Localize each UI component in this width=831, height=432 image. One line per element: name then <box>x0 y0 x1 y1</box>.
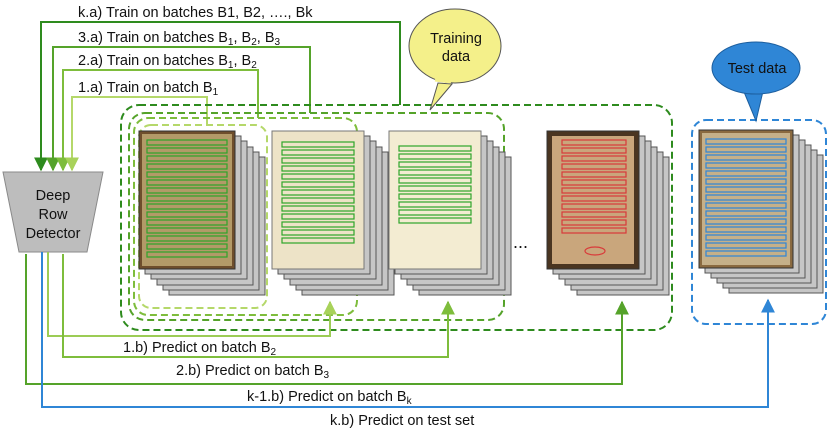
training-bubble-line1: Training <box>430 31 482 47</box>
predict-arrow-2 <box>62 254 455 358</box>
predict-arrow-1 <box>47 252 337 337</box>
train-arrow-1 <box>65 96 208 172</box>
document-stack-bk <box>546 130 670 296</box>
document-stack-test <box>698 129 824 294</box>
train-arrow-k <box>34 21 401 172</box>
manuscript-page-b2 <box>271 130 365 270</box>
text-lines-b3 <box>398 145 472 224</box>
predict-arrow-test <box>41 252 775 408</box>
batch-box-1 <box>138 124 268 309</box>
test-data-bubble: Test data <box>711 41 801 123</box>
train-arrow-2 <box>56 69 259 172</box>
predict-arrow-k1 <box>25 254 629 385</box>
deep-row-detector: Deep Row Detector <box>2 171 104 253</box>
train-label-1: 1.a) Train on batch B1 <box>78 80 219 98</box>
manuscript-page-b3 <box>388 130 482 270</box>
test-bubble-label: Test data <box>728 61 788 77</box>
text-lines-b2 <box>281 141 355 244</box>
detector-label-line2: Row <box>38 207 68 223</box>
text-lines-b1 <box>146 139 228 258</box>
predict-label-2: 2.b) Predict on batch B3 <box>176 363 330 381</box>
predict-label-k1: k-1.b) Predict on batch Bk <box>247 389 413 407</box>
train-label-k: k.a) Train on batches B1, B2, …., Bk <box>78 5 313 21</box>
document-stack-b1 <box>138 130 266 296</box>
predict-label-1: 1.b) Predict on batch B2 <box>123 340 277 358</box>
train-label-2: 2.a) Train on batches B1, B2 <box>78 53 257 71</box>
detector-label-line1: Deep <box>36 188 71 204</box>
train-arrow-3 <box>46 46 311 172</box>
predict-label-test: k.b) Predict on test set <box>330 413 474 429</box>
text-lines-test <box>705 138 787 257</box>
ellipsis: ... <box>513 232 528 252</box>
training-data-bubble: Training data <box>408 8 502 111</box>
detector-label-line3: Detector <box>26 226 81 242</box>
document-stack-b2 <box>271 130 395 296</box>
document-stack-b3 <box>388 130 512 296</box>
batch-box-k <box>120 104 673 331</box>
test-box <box>691 119 827 325</box>
training-bubble-line2: data <box>442 49 471 65</box>
text-lines-bk <box>561 139 627 256</box>
train-label-3: 3.a) Train on batches B1, B2, B3 <box>78 30 281 48</box>
